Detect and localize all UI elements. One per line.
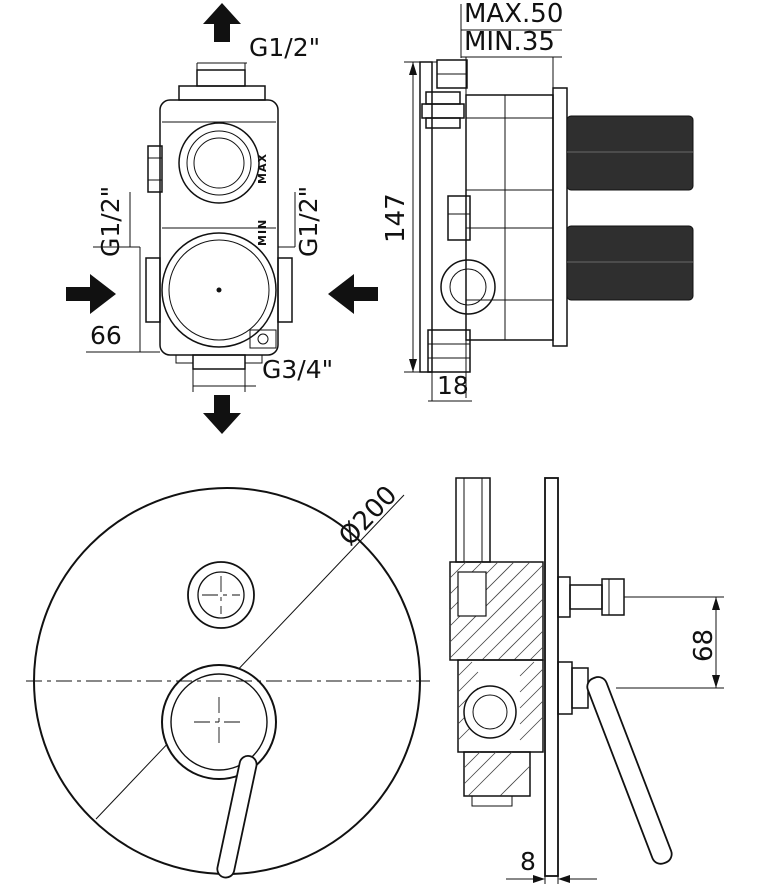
upper-port-circle	[178, 122, 260, 204]
dim-label-port-bottom: G3/4"	[262, 355, 333, 384]
dim-label-diameter: Ø200	[333, 480, 403, 551]
bottom-bracket	[427, 329, 471, 373]
bottom-port-stub	[192, 354, 246, 370]
engraving-max: MAX	[256, 153, 269, 184]
handle-cap-inner	[170, 673, 268, 771]
rough-valve-side-body	[419, 59, 694, 373]
view-front-rough: MAX MIN G1/2" G1/2" 66 G1/2" G3/4"	[66, 3, 378, 434]
dim-label-66: 66	[90, 321, 122, 350]
view-side-rough: MAX.50 MIN.35	[381, 0, 694, 402]
riser-pipe	[455, 477, 491, 563]
body-window	[457, 571, 487, 617]
dim-label-port-top: G1/2"	[249, 33, 320, 62]
dim-label-min35: MIN.35	[464, 27, 555, 57]
supply-block-bottom	[566, 225, 694, 301]
supply-block-top	[566, 115, 694, 191]
dim-label-68: 68	[689, 629, 719, 662]
handle-lever	[216, 755, 258, 879]
diameter-leader-line	[95, 494, 405, 820]
diverter-knob-inner	[197, 571, 245, 619]
inwall-port-circle	[463, 685, 517, 739]
side-outlet-circle	[440, 259, 496, 315]
left-port-boss	[145, 257, 161, 323]
diverter-knob-side	[557, 576, 625, 618]
dim-label-147: 147	[381, 193, 411, 243]
flow-arrow-down	[203, 395, 241, 434]
dim-8: 8	[506, 847, 597, 884]
wall-plate	[544, 477, 559, 877]
dim-68: 68	[616, 596, 724, 689]
engraving-min: MIN	[256, 219, 269, 246]
right-port-boss	[277, 257, 293, 323]
rough-valve-body: MAX MIN	[145, 69, 293, 370]
dim-label-port-left: G1/2"	[96, 186, 125, 257]
front-rough-dimensions: G1/2" G1/2" 66 G1/2" G3/4"	[86, 33, 333, 392]
left-clip	[147, 145, 163, 193]
view-side-trim: 68 8	[449, 477, 724, 884]
view-front-trim: Ø200	[26, 480, 430, 879]
handle-lever-side	[586, 676, 673, 865]
latch	[249, 329, 277, 349]
inwall-body	[449, 477, 544, 807]
cartridge-circle	[161, 232, 277, 348]
dim-18: 18	[428, 371, 472, 402]
dim-label-max50: MAX.50	[464, 0, 563, 29]
hatch-foot	[463, 751, 531, 797]
dim-label-8: 8	[520, 847, 536, 876]
flow-arrow-right-inlet	[328, 274, 378, 314]
hex-fitting	[425, 91, 461, 105]
flow-arrow-left-inlet	[66, 274, 116, 314]
handle-side	[557, 661, 673, 865]
dim-label-18: 18	[437, 371, 469, 400]
flow-arrow-up	[203, 3, 241, 42]
dim-label-port-right: G1/2"	[294, 186, 323, 257]
dim-147: 147	[381, 61, 437, 373]
